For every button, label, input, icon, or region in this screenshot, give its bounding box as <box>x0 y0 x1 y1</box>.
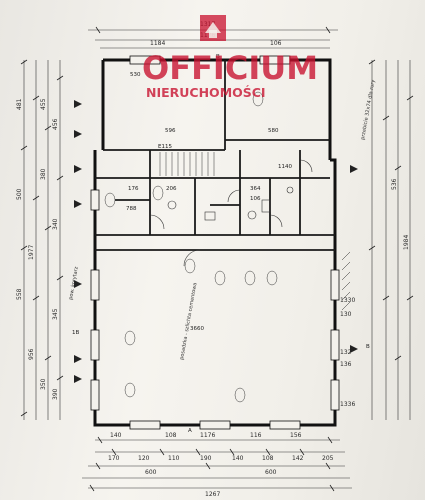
section-mark-b-right: B <box>366 344 370 350</box>
section-mark-a: A <box>188 428 192 434</box>
left-dim-7: 380 <box>40 168 47 180</box>
right-dim-6: 132 <box>340 349 352 356</box>
bottom-seg-8: 205 <box>322 455 334 462</box>
top-seg-dim: 106 <box>270 40 282 47</box>
right-dim-7: 136 <box>340 361 352 368</box>
logo-title: OFFICIUM <box>142 49 318 87</box>
left-dim-10: 340 <box>52 218 59 230</box>
left-dim-9: 456 <box>52 118 59 130</box>
bottom-inner-dim-2: 140 <box>110 432 122 439</box>
bottom-seg-7: 142 <box>292 455 304 462</box>
logo-subtitle: NIERUCHOMOŚCI <box>146 85 266 100</box>
section-mark-top: B <box>216 54 220 60</box>
room-label-6: 176 <box>128 186 139 192</box>
right-note: przebicie 32x74 dla rury <box>360 79 377 140</box>
right-dim-5: 130 <box>340 311 352 318</box>
bottom-inner-dim-4: 116 <box>250 432 262 439</box>
left-dim-2: 500 <box>16 188 23 200</box>
center-note: posadzka - szlichta cementowa <box>179 282 198 360</box>
right-dim-1: 1984 <box>403 235 410 250</box>
room-label-1: 530 <box>130 72 141 78</box>
top-seg-dim-2: 1184 <box>150 40 165 47</box>
room-label-7: 206 <box>166 186 177 192</box>
room-label-5: E115 <box>158 144 172 150</box>
bottom-seg-1: 170 <box>108 455 120 462</box>
bottom-inner-dim: 1176 <box>200 432 215 439</box>
right-dim-4: 1330 <box>340 297 355 304</box>
left-dim-4: 1977 <box>28 245 35 260</box>
bottom-seg-3: 110 <box>168 455 180 462</box>
officium-logo: OFFICIUM NIERUCHOMOŚCI <box>142 15 318 100</box>
bottom-seg-4: 190 <box>200 455 212 462</box>
room-label-4: 3660 <box>190 326 204 332</box>
room-label-3: 580 <box>268 128 279 134</box>
bottom-half-1: 600 <box>145 469 157 476</box>
room-label-2: 596 <box>165 128 176 134</box>
bottom-inner-dim-3: 108 <box>165 432 177 439</box>
left-dim-3: 558 <box>16 288 23 300</box>
logo-house-icon <box>200 15 226 41</box>
right-dim-3: 1336 <box>340 401 355 408</box>
room-label-9: 364 <box>250 186 261 192</box>
bottom-seg-5: 140 <box>232 455 244 462</box>
bottom-seg-2: 120 <box>138 455 150 462</box>
left-dim-5: 956 <box>28 348 35 360</box>
left-dim-6: 455 <box>40 98 47 110</box>
left-dim-8: 350 <box>40 378 47 390</box>
left-dim-1: 481 <box>16 98 23 110</box>
left-dim-12: 390 <box>52 388 59 400</box>
bottom-total-dim: 1267 <box>205 491 220 498</box>
room-label-10: 1140 <box>278 164 292 170</box>
right-dim-2: 536 <box>391 178 398 190</box>
section-mark-b-left: 1B <box>72 330 79 336</box>
left-dim-11: 345 <box>52 308 59 320</box>
bottom-seg-6: 108 <box>262 455 274 462</box>
left-note: pow. korytarz <box>68 266 80 300</box>
room-label-11: 106 <box>250 196 261 202</box>
bottom-half-2: 600 <box>265 469 277 476</box>
room-label-8: 788 <box>126 206 137 212</box>
bottom-inner-dim-5: 156 <box>290 432 302 439</box>
